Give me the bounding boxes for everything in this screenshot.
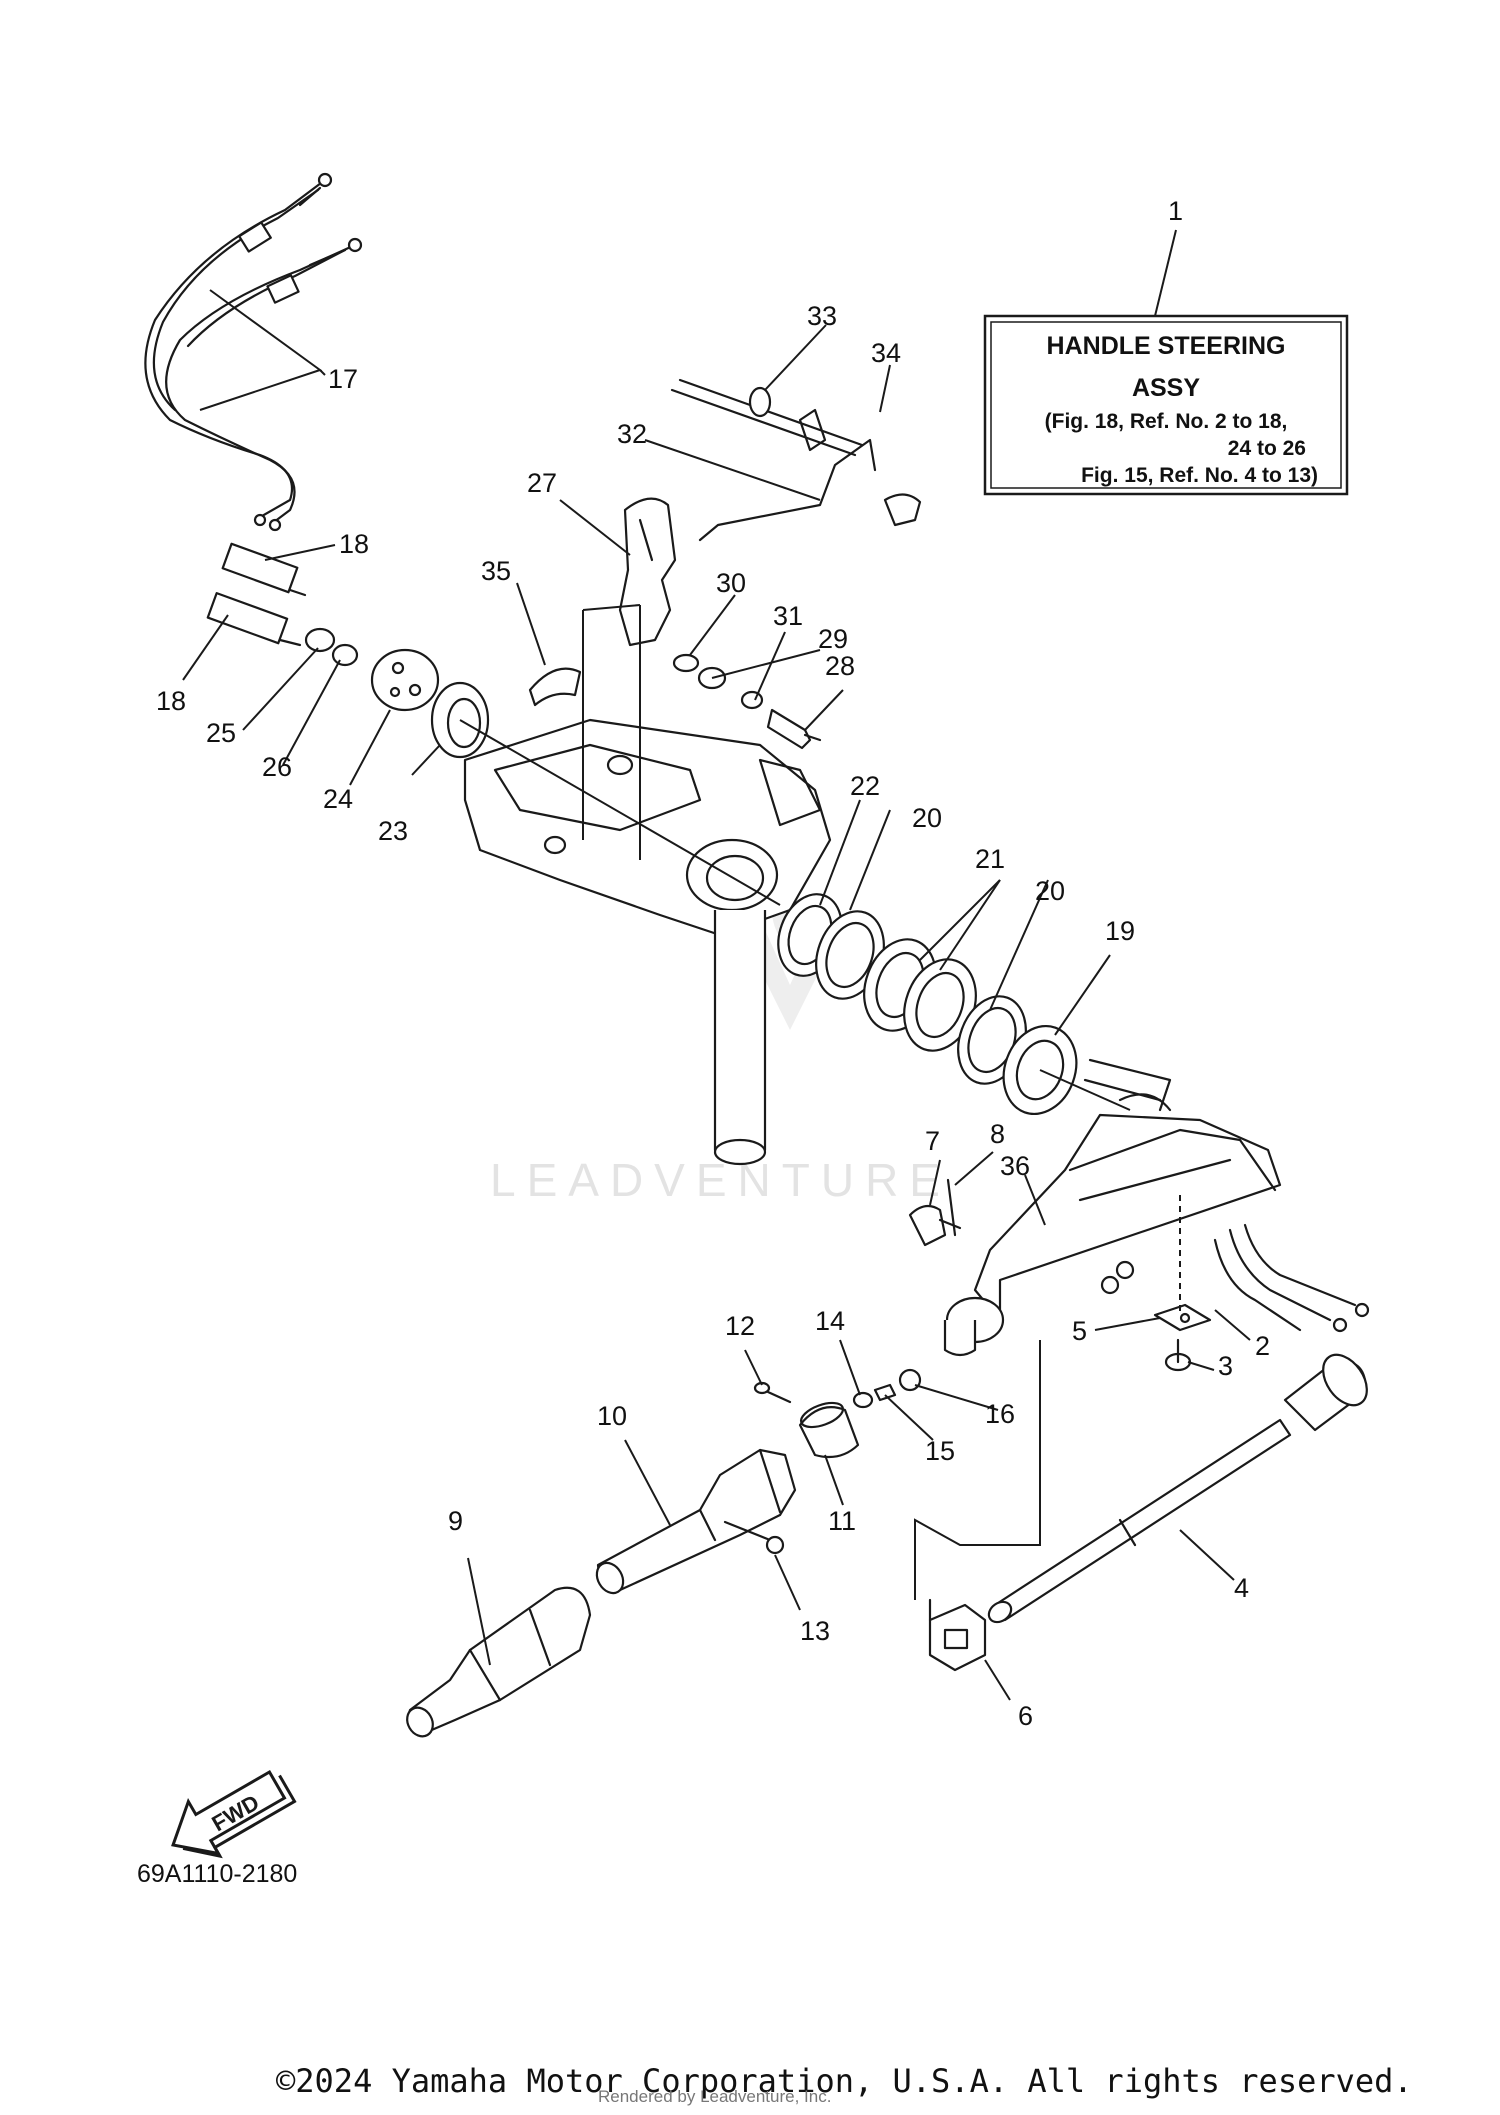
callout-9: 9 — [448, 1506, 463, 1536]
callout-23: 23 — [378, 816, 408, 846]
callout-20-top: 20 — [912, 803, 942, 833]
callout-29: 29 — [818, 624, 848, 654]
callout-22: 22 — [850, 771, 880, 801]
callout-16: 16 — [985, 1399, 1015, 1429]
callout-11: 11 — [828, 1506, 856, 1536]
watermark-text: LEADVENTURE — [490, 1154, 951, 1206]
steering-bracket — [463, 718, 832, 1166]
callout-10: 10 — [597, 1401, 627, 1431]
callout-numbers: 1 2 3 4 5 6 7 8 9 10 11 12 13 14 15 16 1… — [156, 196, 1270, 1731]
assy-box-note-1: (Fig. 18, Ref. No. 2 to 18, — [1045, 410, 1288, 433]
steering-handle-2 — [943, 1058, 1282, 1357]
small-parts-12-16 — [753, 1368, 922, 1409]
callout-35: 35 — [481, 556, 511, 586]
assy-box-border — [983, 314, 1349, 496]
callout-18-bottom: 18 — [156, 686, 186, 716]
copyright-notice: ©2024 Yamaha Motor Corporation, U.S.A. A… — [276, 2062, 1413, 2100]
callout-24: 24 — [323, 784, 353, 814]
grip-lever-27 — [618, 497, 677, 647]
drawing-code: 69A1110-2180 — [137, 1860, 298, 1888]
collar-11 — [798, 1401, 860, 1459]
assy-box-note-3: Fig. 15, Ref. No. 4 to 13) — [1081, 464, 1318, 487]
stopper-7-pin-8 — [908, 1178, 962, 1247]
callout-17: 17 — [328, 364, 358, 394]
clamp-6 — [928, 1598, 987, 1672]
callout-leaders — [182, 229, 1251, 1701]
callout-5: 5 — [1072, 1316, 1087, 1346]
callout-25: 25 — [206, 718, 236, 748]
callout-19: 19 — [1105, 916, 1135, 946]
washers-19-22 — [777, 893, 1078, 1116]
callout-20-right: 20 — [1035, 876, 1065, 906]
callout-4: 4 — [1234, 1573, 1249, 1603]
callout-26: 26 — [262, 752, 292, 782]
assy-box-note-2: 24 to 26 — [1228, 437, 1306, 460]
screw-13 — [723, 1520, 785, 1555]
throttle-rod-4 — [987, 1353, 1368, 1624]
callout-2: 2 — [1255, 1331, 1270, 1361]
handle-steering-assy-box: HANDLE STEERING ASSY (Fig. 18, Ref. No. … — [983, 314, 1349, 496]
throttle-cables-17 — [144, 172, 363, 532]
cover-35 — [528, 667, 582, 707]
link-rod-32-shaft-33 — [670, 378, 922, 542]
callout-30: 30 — [716, 568, 746, 598]
rendered-by-credit: Rendered by Leadventure, Inc. — [598, 2087, 832, 2106]
callout-14: 14 — [815, 1306, 845, 1336]
callout-32: 32 — [617, 419, 647, 449]
callout-34: 34 — [871, 338, 901, 368]
plate-5-bolt-3 — [1153, 1303, 1212, 1372]
assy-box-subtitle: ASSY — [1132, 374, 1200, 402]
grip-9 — [406, 1586, 592, 1738]
callout-7: 7 — [925, 1126, 940, 1156]
callout-1: 1 — [1168, 196, 1183, 226]
callout-13: 13 — [800, 1616, 830, 1646]
cable-ends-18 — [206, 542, 307, 647]
assy-box-title: HANDLE STEERING — [1047, 332, 1286, 360]
callout-21: 21 — [975, 844, 1005, 874]
callout-36: 36 — [1000, 1151, 1030, 1181]
callout-3: 3 — [1218, 1351, 1233, 1381]
callout-6: 6 — [1018, 1701, 1033, 1731]
callout-8: 8 — [990, 1119, 1005, 1149]
nut-25-washer-26-plate-24 — [304, 627, 440, 712]
alignment-lines — [459, 604, 1181, 1600]
fwd-arrow-icon: FWD — [171, 1769, 297, 1859]
callout-33: 33 — [807, 301, 837, 331]
callout-12: 12 — [725, 1311, 755, 1341]
callout-15: 15 — [925, 1436, 955, 1466]
callout-18-top: 18 — [339, 529, 369, 559]
callout-27: 27 — [527, 468, 557, 498]
throttle-shaft-10 — [595, 1448, 797, 1595]
cables-at-handle — [1213, 1223, 1370, 1333]
callout-28: 28 — [825, 651, 855, 681]
callout-31: 31 — [773, 601, 803, 631]
